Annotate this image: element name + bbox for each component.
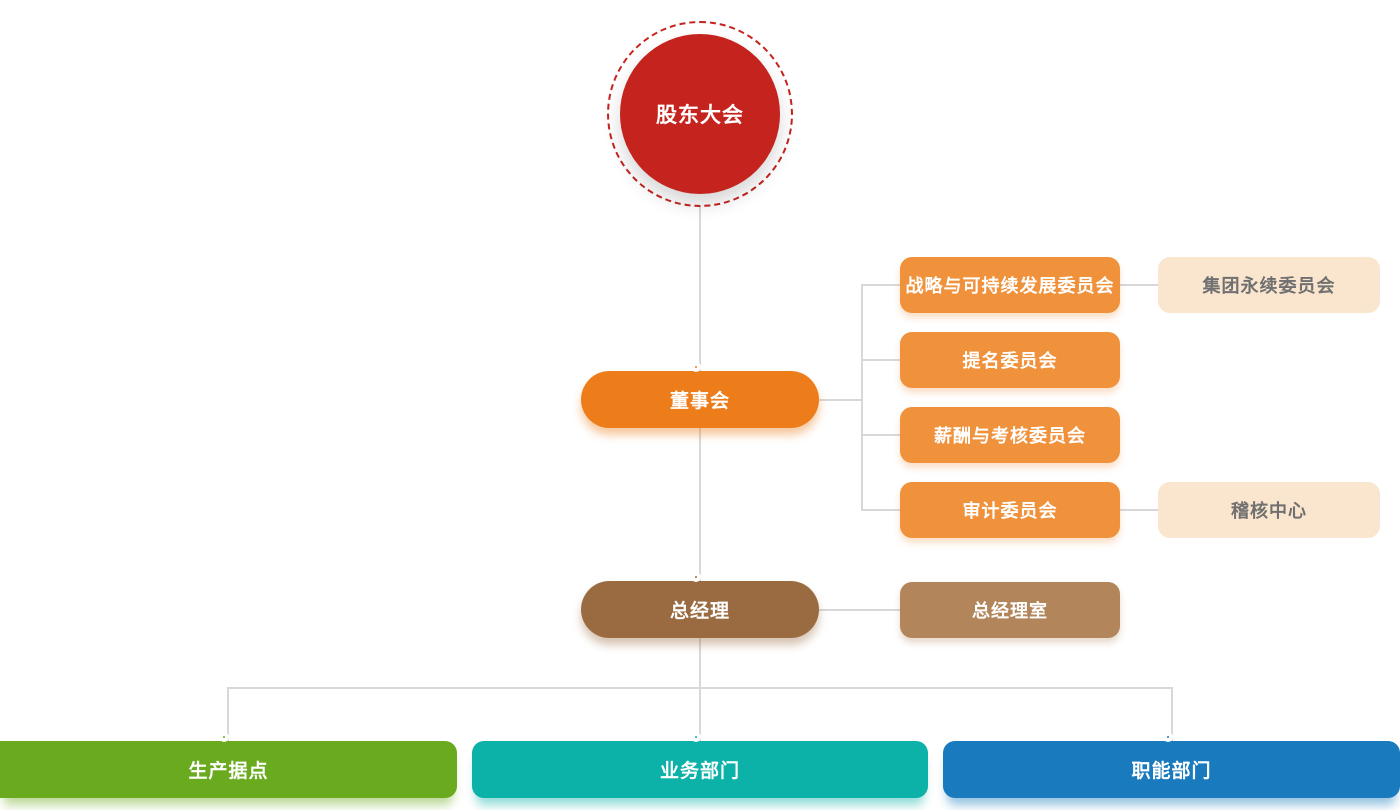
sub-line-audit-center (1120, 509, 1158, 511)
drop-line-functional (1171, 687, 1173, 741)
gm-office-node: 总经理室 (900, 582, 1120, 638)
board-connector-dot (691, 362, 701, 372)
general-manager-node: 总经理 (581, 581, 819, 638)
shareholders-meeting-label: 股东大会 (656, 103, 744, 127)
board-node: 董事会 (581, 371, 819, 428)
committee-audit-label: 审计委员会 (962, 501, 1058, 522)
board-to-bracket-line (819, 399, 863, 401)
department-functional-label: 职能部门 (1131, 760, 1212, 782)
gm-to-office-line (819, 609, 900, 611)
drop-line-production (227, 687, 229, 741)
department-bar-business: 业务部门 (472, 741, 928, 798)
general-manager-label: 总经理 (669, 600, 730, 622)
committee-remuneration-label: 薪酬与考核委员会 (934, 426, 1086, 447)
department-bar-production: 生产据点 (0, 741, 457, 798)
department-bar-functional: 职能部门 (943, 741, 1400, 798)
shareholders-meeting-node: 股东大会 (620, 34, 780, 194)
department-production-label: 生产据点 (188, 760, 269, 782)
trunk-line-gm-to-departments (699, 638, 701, 689)
committee-nomination-label: 提名委员会 (962, 351, 1058, 372)
production-connector-dot (219, 732, 229, 742)
department-business-label: 业务部门 (659, 760, 740, 782)
audit-center-label: 稽核中心 (1231, 501, 1307, 522)
gm-connector-dot (691, 572, 701, 582)
stub-line-committee-1 (861, 284, 901, 286)
committee-node-remuneration: 薪酬与考核委员会 (900, 407, 1120, 463)
shareholders-dotted-ring (607, 21, 793, 207)
committee-strategy-label: 战略与可持续发展委员会 (905, 276, 1115, 297)
stub-line-committee-4 (861, 509, 901, 511)
committee-node-strategy: 战略与可持续发展委员会 (900, 257, 1120, 313)
drop-line-business (699, 687, 701, 741)
group-sustainability-label: 集团永续委员会 (1202, 276, 1336, 297)
stub-line-committee-3 (861, 434, 901, 436)
functional-connector-dot (1163, 732, 1173, 742)
trunk-line-board-to-gm (699, 427, 701, 582)
committee-node-nomination: 提名委员会 (900, 332, 1120, 388)
sub-line-sustainability (1120, 284, 1158, 286)
sub-node-audit-center: 稽核中心 (1158, 482, 1380, 538)
trunk-line-root-to-board (699, 206, 701, 372)
committee-node-audit: 审计委员会 (900, 482, 1120, 538)
gm-office-label: 总经理室 (972, 601, 1048, 622)
board-label: 董事会 (669, 390, 730, 412)
stub-line-committee-2 (861, 359, 901, 361)
business-connector-dot (691, 732, 701, 742)
committee-bracket-line (861, 284, 863, 511)
sub-node-group-sustainability: 集团永续委员会 (1158, 257, 1380, 313)
